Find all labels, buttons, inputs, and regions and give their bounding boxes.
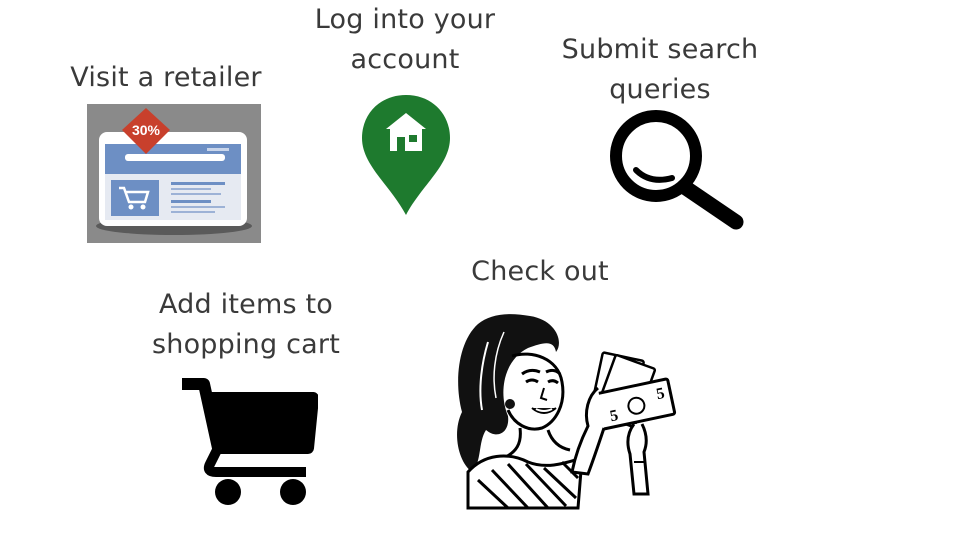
step-label-search-line-2: queries [609,74,711,105]
step-label-cart-line-1: Add items to [158,289,333,320]
svg-text:5: 5 [655,385,666,403]
step-label-login-line-2: account [350,44,460,75]
retailer-website-icon: 30% [87,104,261,243]
discount-badge: 30% [132,122,161,138]
home-location-pin-icon [362,95,450,215]
svg-text:5: 5 [608,407,619,425]
woman-counting-money-illustration: 5 5 [457,314,677,510]
step-label-search: Submit search queries [545,30,775,110]
shopping-cart-icon [182,378,318,505]
step-label-cart-line-2: shopping cart [152,329,340,360]
magnifying-glass-icon [610,110,744,230]
step-label-checkout: Check out [471,256,609,287]
step-label-login: Log into your account [290,0,520,80]
step-label-login-line-1: Log into your [314,4,496,35]
step-label-visit-retailer: Visit a retailer [70,62,262,93]
step-label-search-line-1: Submit search [561,34,759,65]
step-label-add-to-cart: Add items to shopping cart [131,285,361,365]
